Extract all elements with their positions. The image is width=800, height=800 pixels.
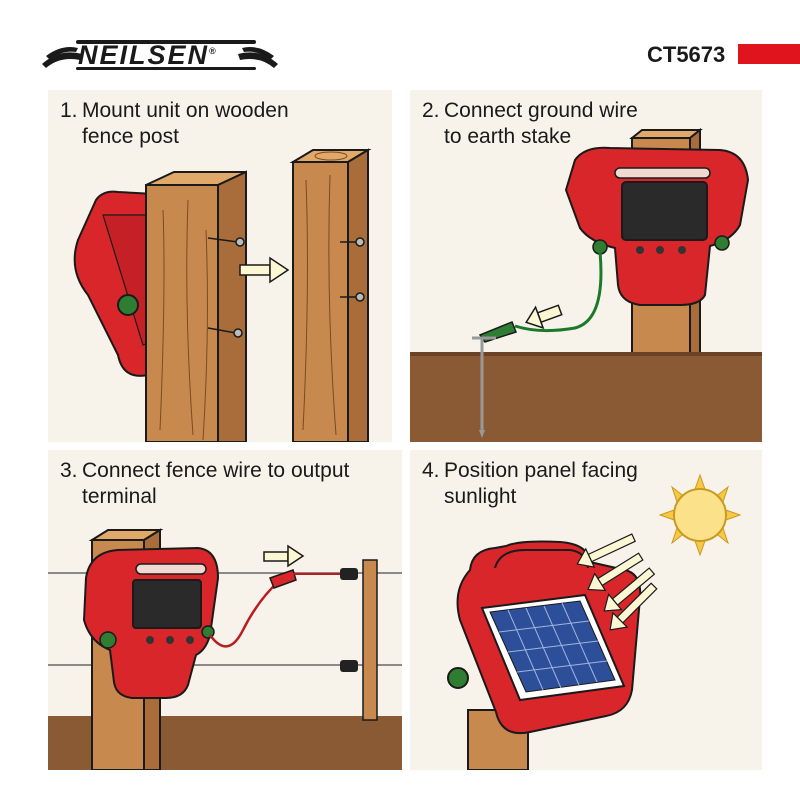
step-1-instruction: 1. Mount unit on wooden fence post [60,98,289,150]
sun-icon [660,475,740,555]
brand-logo-text: NEILSEN® [78,40,218,71]
step-number: 1. [60,98,78,124]
step-line-1: Connect ground wire [422,98,638,124]
step-4-instruction: 4. Position panel facing sunlight [422,458,638,510]
step-line-2: to earth stake [422,124,638,150]
solar-panel-icon [622,182,707,240]
product-code: CT5673 [647,42,725,68]
accent-bar [738,44,800,64]
step-line-2: sunlight [422,484,638,510]
step-number: 4. [422,458,440,484]
step-number: 3. [60,458,78,484]
step-line-2: terminal [60,484,349,510]
step-2-instruction: 2. Connect ground wire to earth stake [422,98,638,150]
brand-name: NEILSEN [78,40,209,70]
step-panel-1: 1. Mount unit on wooden fence post [48,90,392,442]
step-line-1: Mount unit on wooden [60,98,289,124]
registered-mark: ® [209,46,218,56]
step-line-1: Position panel facing [422,458,638,484]
arrow-right-icon [264,546,303,566]
step-line-1: Connect fence wire to output [60,458,349,484]
step-panel-3: 3. Connect fence wire to output terminal [48,450,402,770]
knob-icon [118,295,138,315]
arrow-right-icon [240,258,288,282]
solar-panel-icon [133,580,201,628]
step-number: 2. [422,98,440,124]
step-panel-4: 4. Position panel facing sunlight [410,450,762,770]
step-panel-2: 2. Connect ground wire to earth stake [410,90,762,442]
step-line-2: fence post [60,124,289,150]
step-3-instruction: 3. Connect fence wire to output terminal [60,458,349,510]
header: NEILSEN® CT5673 [0,0,800,90]
